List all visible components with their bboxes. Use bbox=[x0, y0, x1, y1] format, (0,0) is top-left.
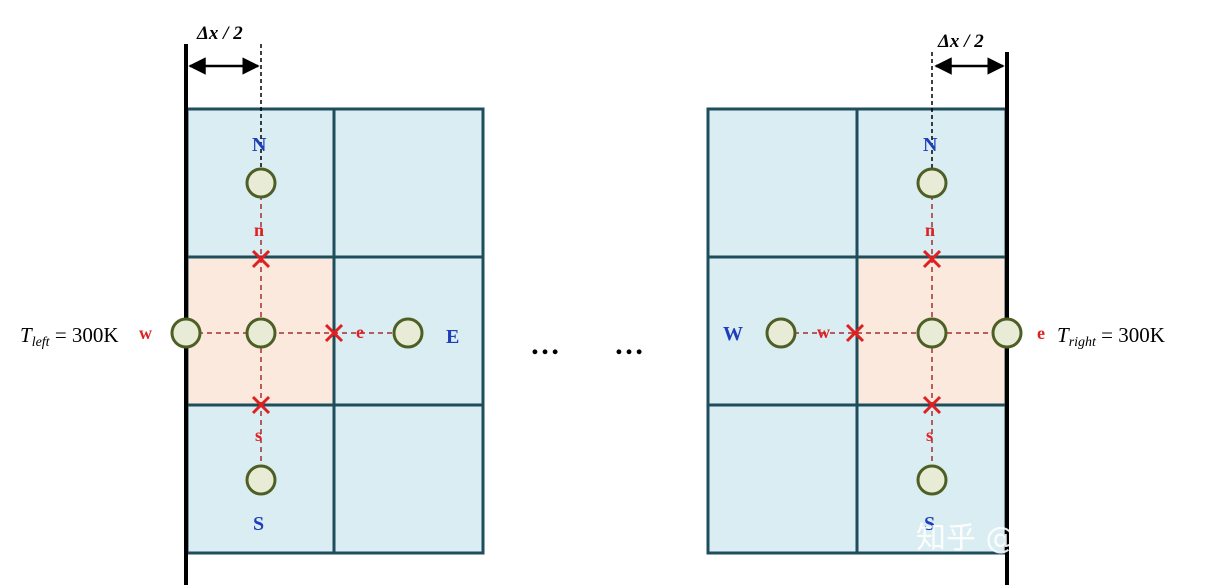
right-node-boundary bbox=[991, 317, 1023, 349]
left-dx-label: Δx / 2 bbox=[196, 23, 243, 44]
right-face-markers bbox=[845, 249, 942, 415]
left-node-p bbox=[245, 317, 277, 349]
left-label-E: E bbox=[446, 326, 459, 348]
right-face-marker-n bbox=[922, 249, 942, 269]
left-panel: Δx / 2 N S E n s w e Tleft = 300K bbox=[20, 23, 485, 585]
left-temp-subscript: left bbox=[32, 335, 51, 350]
left-boundary-temp: Tleft = 300K bbox=[20, 323, 119, 350]
left-temp-symbol: T bbox=[20, 323, 33, 347]
right-label-w: w bbox=[817, 322, 830, 342]
right-node-north bbox=[916, 167, 948, 199]
left-node-boundary bbox=[170, 317, 202, 349]
right-node-west bbox=[765, 317, 797, 349]
ellipsis-1: … bbox=[530, 328, 560, 361]
left-face-marker-n bbox=[251, 249, 271, 269]
left-label-n: n bbox=[254, 220, 264, 240]
left-node-south bbox=[245, 464, 277, 496]
right-panel: Δx / 2 N S W n s w e Tright = 300K bbox=[706, 31, 1165, 585]
right-label-W: W bbox=[723, 323, 743, 345]
ellipsis-2: … bbox=[614, 328, 644, 361]
left-label-w: w bbox=[139, 323, 152, 343]
left-face-marker-s bbox=[251, 395, 271, 415]
left-label-s: s bbox=[255, 425, 262, 445]
right-boundary-temp: Tright = 300K bbox=[1057, 323, 1165, 350]
right-label-N: N bbox=[923, 134, 938, 156]
left-face-marker-e bbox=[324, 323, 344, 343]
right-temp-subscript: right bbox=[1069, 335, 1097, 350]
left-temp-value: = 300K bbox=[50, 323, 119, 347]
right-nodes bbox=[765, 167, 1023, 496]
right-face-marker-w bbox=[845, 323, 865, 343]
right-label-e: e bbox=[1037, 323, 1045, 343]
right-temp-symbol: T bbox=[1057, 323, 1070, 347]
right-label-S: S bbox=[924, 513, 935, 535]
right-label-s: s bbox=[926, 425, 933, 445]
right-face-marker-s bbox=[922, 395, 942, 415]
watermark: 知乎 @慢慢闲者 bbox=[916, 521, 1136, 556]
left-node-east bbox=[392, 317, 424, 349]
right-node-p bbox=[916, 317, 948, 349]
right-dx-label: Δx / 2 bbox=[937, 31, 984, 52]
left-nodes bbox=[170, 167, 424, 496]
left-node-north bbox=[245, 167, 277, 199]
left-label-e: e bbox=[356, 322, 364, 342]
left-label-S: S bbox=[253, 513, 264, 535]
right-label-n: n bbox=[925, 220, 935, 240]
left-label-N: N bbox=[252, 134, 267, 156]
right-node-south bbox=[916, 464, 948, 496]
right-temp-value: = 300K bbox=[1096, 323, 1165, 347]
left-face-markers bbox=[251, 249, 344, 415]
